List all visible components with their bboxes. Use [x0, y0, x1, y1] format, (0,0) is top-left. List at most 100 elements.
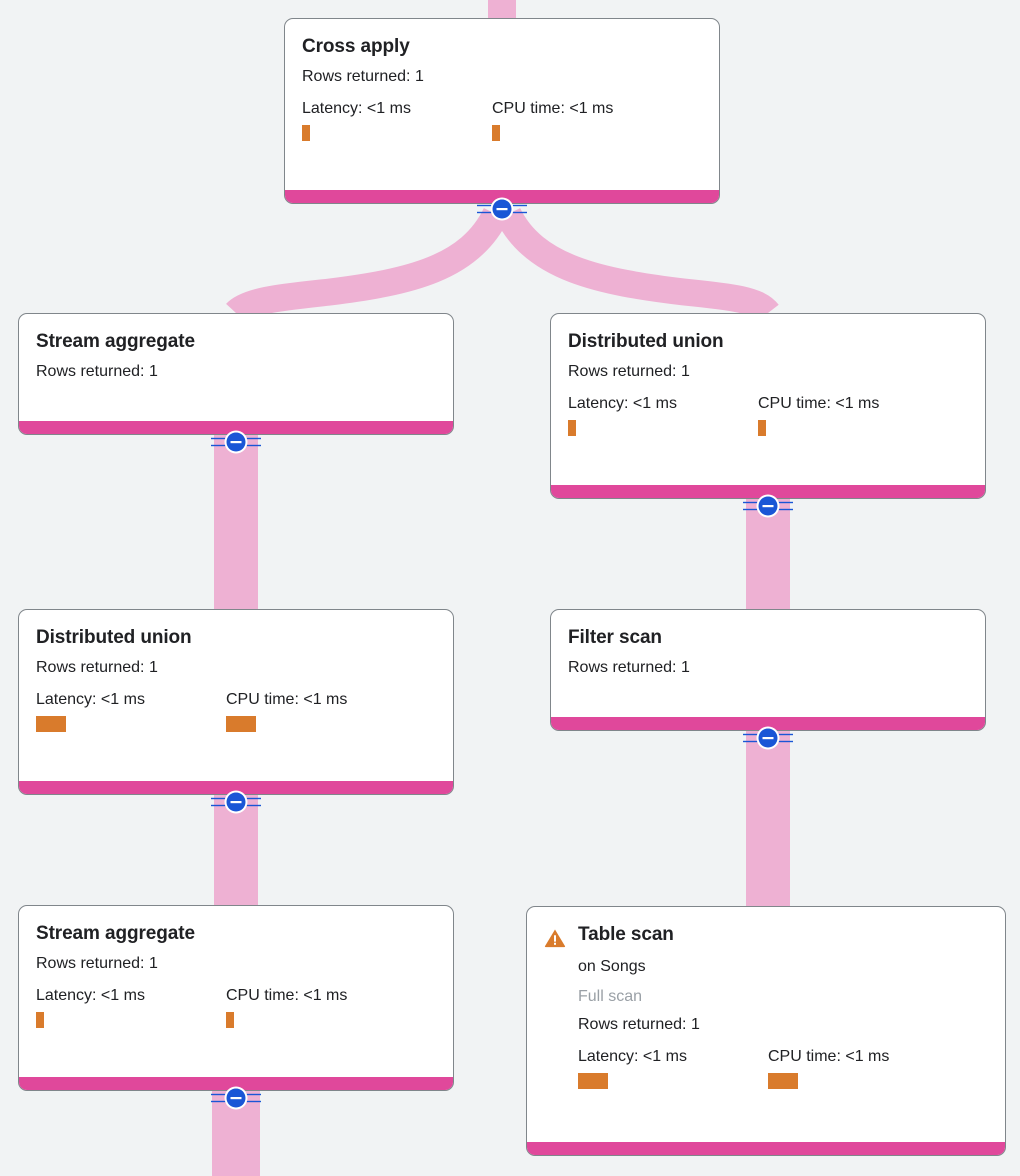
collapse-toggle-stream-aggregate-left-bottom[interactable] — [209, 1086, 263, 1110]
metric-cpu-time-label: CPU time: <1 ms — [226, 987, 348, 1004]
node-body: Cross apply Rows returned: 1 Latency: <1… — [285, 19, 719, 155]
edge-stream-aggregate-to-distributed-union — [214, 435, 258, 611]
metric-latency-label: Latency: <1 ms — [36, 691, 145, 708]
metric-cpu-time-bar — [226, 1012, 234, 1028]
metric-cpu-time-bar — [226, 716, 256, 732]
collapse-toggle-filter-scan-right-mid[interactable] — [741, 726, 795, 750]
metric-latency-bar — [578, 1073, 608, 1089]
metric-latency: Latency: <1 ms — [302, 99, 492, 141]
toggle-side-lines — [211, 797, 261, 807]
node-footer-bar — [19, 781, 453, 794]
metric-latency: Latency: <1 ms — [36, 986, 226, 1028]
node-rows-returned: Rows returned: 1 — [568, 363, 690, 380]
plan-node-stream-aggregate-left-top[interactable]: Stream aggregate Rows returned: 1 — [18, 313, 454, 435]
edge-cross-apply-to-distributed-union — [495, 207, 779, 323]
toggle-side-lines — [477, 204, 527, 214]
minus-glyph — [496, 208, 508, 211]
plan-node-distributed-union-left-mid[interactable]: Distributed union Rows returned: 1 Laten… — [18, 609, 454, 795]
plan-node-stream-aggregate-left-bottom[interactable]: Stream aggregate Rows returned: 1 Latenc… — [18, 905, 454, 1091]
metric-cpu-time-label: CPU time: <1 ms — [758, 395, 880, 412]
node-rows-returned: Rows returned: 1 — [36, 363, 158, 380]
node-content: Table scan on Songs Full scan Rows retur… — [578, 923, 988, 1089]
node-rows-returned: Rows returned: 1 — [568, 659, 690, 676]
node-content: Filter scan Rows returned: 1 — [568, 626, 968, 681]
node-metrics: Latency: <1 ms CPU time: <1 ms — [578, 1047, 988, 1089]
metric-cpu-time-label: CPU time: <1 ms — [226, 691, 348, 708]
node-metrics: Latency: <1 ms CPU time: <1 ms — [302, 99, 702, 141]
node-rows-returned: Rows returned: 1 — [578, 1016, 700, 1033]
plan-node-filter-scan-right-mid[interactable]: Filter scan Rows returned: 1 — [550, 609, 986, 731]
metric-cpu-time: CPU time: <1 ms — [492, 99, 613, 141]
node-footer-bar — [527, 1142, 1005, 1155]
metric-cpu-time: CPU time: <1 ms — [768, 1047, 889, 1089]
collapse-toggle-stream-aggregate-left-top[interactable] — [209, 430, 263, 454]
node-footer-bar — [285, 190, 719, 203]
minus-glyph — [762, 737, 774, 740]
metric-cpu-time-bar — [758, 420, 766, 436]
metric-latency-label: Latency: <1 ms — [36, 987, 145, 1004]
node-scan-type: Full scan — [578, 988, 643, 1005]
node-body: Stream aggregate Rows returned: 1 Latenc… — [19, 906, 453, 1042]
metric-cpu-time-label: CPU time: <1 ms — [768, 1048, 890, 1065]
node-footer-bar — [19, 1077, 453, 1090]
node-title: Filter scan — [568, 627, 662, 648]
node-body: Distributed union Rows returned: 1 Laten… — [551, 314, 985, 450]
metric-cpu-time: CPU time: <1 ms — [758, 394, 879, 436]
metric-cpu-time-bar — [492, 125, 500, 141]
plan-node-cross-apply[interactable]: Cross apply Rows returned: 1 Latency: <1… — [284, 18, 720, 204]
metric-latency-bar — [36, 1012, 44, 1028]
metric-latency: Latency: <1 ms — [578, 1047, 768, 1089]
node-target-table: on Songs — [578, 958, 646, 975]
node-title: Stream aggregate — [36, 331, 195, 352]
node-content: Stream aggregate Rows returned: 1 — [36, 330, 436, 385]
node-footer-bar — [551, 717, 985, 730]
node-title: Cross apply — [302, 36, 410, 57]
node-content: Cross apply Rows returned: 1 Latency: <1… — [302, 35, 702, 141]
metric-cpu-time-bar — [768, 1073, 798, 1089]
node-body: Table scan on Songs Full scan Rows retur… — [527, 907, 1005, 1103]
metric-cpu-time: CPU time: <1 ms — [226, 690, 347, 732]
plan-node-table-scan-right-bottom[interactable]: Table scan on Songs Full scan Rows retur… — [526, 906, 1006, 1156]
node-metrics: Latency: <1 ms CPU time: <1 ms — [36, 986, 436, 1028]
warning-triangle-icon — [544, 929, 566, 948]
node-content: Distributed union Rows returned: 1 Laten… — [36, 626, 436, 732]
node-rows-returned: Rows returned: 1 — [302, 68, 424, 85]
plan-node-distributed-union-right-top[interactable]: Distributed union Rows returned: 1 Laten… — [550, 313, 986, 499]
metric-latency: Latency: <1 ms — [36, 690, 226, 732]
node-title: Stream aggregate — [36, 923, 195, 944]
minus-glyph — [230, 801, 242, 804]
collapse-toggle-distributed-union-right-top[interactable] — [741, 494, 795, 518]
minus-glyph — [230, 441, 242, 444]
node-body: Stream aggregate Rows returned: 1 — [19, 314, 453, 399]
edge-filter-scan-to-table-scan — [746, 731, 790, 907]
node-content: Distributed union Rows returned: 1 Laten… — [568, 330, 968, 436]
metric-latency-label: Latency: <1 ms — [568, 395, 677, 412]
metric-cpu-time-label: CPU time: <1 ms — [492, 100, 614, 117]
node-metrics: Latency: <1 ms CPU time: <1 ms — [36, 690, 436, 732]
metric-latency: Latency: <1 ms — [568, 394, 758, 436]
node-rows-returned: Rows returned: 1 — [36, 659, 158, 676]
metric-latency-label: Latency: <1 ms — [302, 100, 411, 117]
node-footer-bar — [19, 421, 453, 434]
metric-latency-bar — [568, 420, 576, 436]
node-title: Distributed union — [36, 627, 192, 648]
node-title: Table scan — [578, 924, 674, 945]
node-body: Distributed union Rows returned: 1 Laten… — [19, 610, 453, 746]
collapse-toggle-distributed-union-left-mid[interactable] — [209, 790, 263, 814]
toggle-side-lines — [211, 1093, 261, 1103]
metric-latency-label: Latency: <1 ms — [578, 1048, 687, 1065]
node-content: Stream aggregate Rows returned: 1 Latenc… — [36, 922, 436, 1028]
toggle-side-lines — [743, 501, 793, 511]
metric-latency-bar — [302, 125, 310, 141]
metric-cpu-time: CPU time: <1 ms — [226, 986, 347, 1028]
node-rows-returned: Rows returned: 1 — [36, 955, 158, 972]
minus-glyph — [230, 1097, 242, 1100]
toggle-side-lines — [743, 733, 793, 743]
warning-column — [544, 923, 578, 948]
minus-glyph — [762, 505, 774, 508]
toggle-side-lines — [211, 437, 261, 447]
node-body: Filter scan Rows returned: 1 — [551, 610, 985, 695]
collapse-toggle-cross-apply[interactable] — [475, 197, 529, 221]
node-metrics: Latency: <1 ms CPU time: <1 ms — [568, 394, 968, 436]
